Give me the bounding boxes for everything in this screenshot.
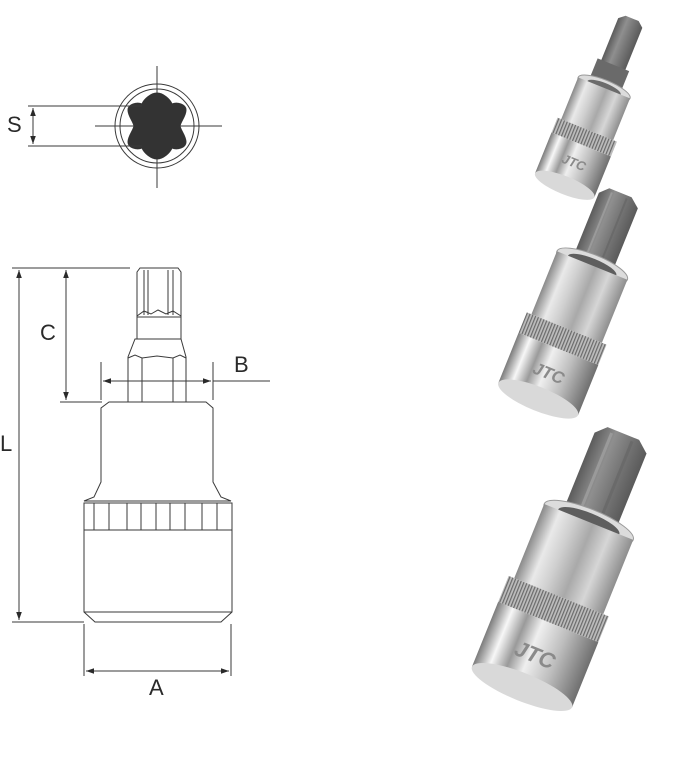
side-view-socket: [12, 267, 270, 676]
end-view-star-profile: [28, 66, 222, 188]
inner-circle: [119, 88, 195, 164]
bit-shank: [136, 316, 182, 340]
small-torx-bit: [599, 15, 643, 75]
outer-circle: [114, 83, 200, 169]
dimension-label-c: C: [40, 320, 56, 345]
dimension-label-s: S: [7, 112, 22, 137]
photo-medium-socket: JTC: [498, 188, 638, 419]
bit-hex-section: [127, 338, 187, 403]
dimension-label-l: L: [0, 431, 13, 456]
photo-small-socket: JTC: [534, 15, 643, 200]
dimension-label-a: A: [149, 675, 164, 700]
torx-star-icon: [127, 92, 187, 160]
socket-upper-body: [83, 401, 232, 502]
socket-lower-body: [83, 529, 233, 623]
photo-large-socket: JTC: [471, 427, 647, 712]
knurled-ring: [83, 502, 233, 531]
dimension-label-b: B: [234, 352, 249, 377]
